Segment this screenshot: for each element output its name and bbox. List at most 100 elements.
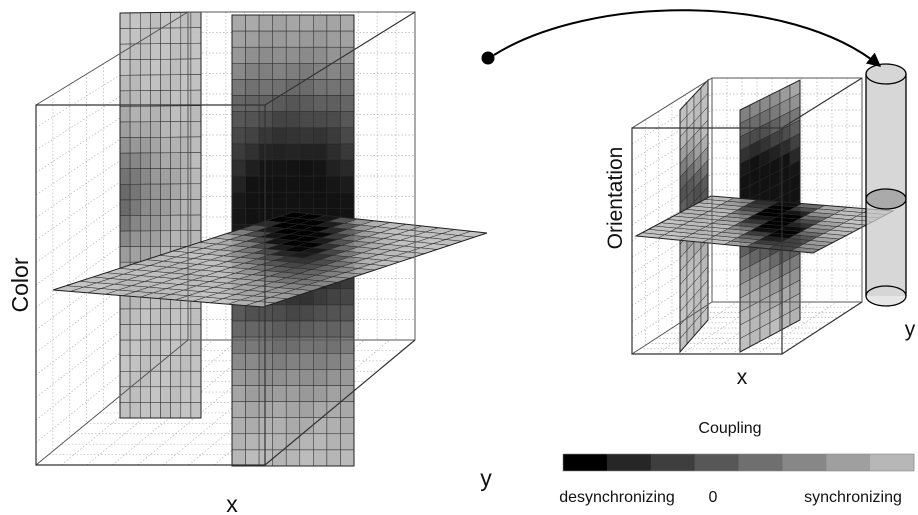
mesh-cell: [129, 386, 141, 403]
legend-swatch: [782, 454, 827, 471]
mesh-cell: [285, 304, 301, 322]
mesh-cell: [326, 433, 341, 451]
mesh-cell: [140, 168, 151, 185]
legend-swatch: [870, 454, 915, 471]
mesh-cell: [299, 46, 314, 64]
legend-title: Coupling: [698, 420, 761, 437]
mesh-cell: [326, 369, 341, 386]
mesh-cell: [160, 121, 171, 138]
mesh-cell: [299, 30, 314, 48]
mesh-cell: [119, 402, 131, 419]
mesh-cell: [326, 111, 341, 129]
grid-line: [35, 278, 189, 398]
mesh-cell: [150, 12, 161, 29]
mesh-cell: [140, 215, 151, 232]
right-cube: [631, 63, 907, 355]
left-vertical-slice-1: [119, 11, 202, 419]
mesh-cell: [340, 111, 355, 129]
mesh-cell: [340, 143, 355, 161]
mesh-cell: [190, 199, 202, 216]
mesh-cell: [119, 230, 131, 247]
mesh-cell: [180, 308, 192, 325]
mesh-cell: [170, 43, 182, 60]
mesh-cell: [129, 339, 141, 356]
mesh-cell: [160, 308, 171, 325]
mesh-cell: [170, 386, 182, 403]
mesh-cell: [285, 191, 301, 209]
mesh-cell: [313, 417, 328, 435]
mesh-cell: [299, 143, 314, 161]
mesh-cell: [129, 402, 141, 419]
grid-line: [35, 114, 189, 218]
mesh-cell: [231, 14, 246, 32]
grid-line: [35, 319, 189, 443]
mesh-cell: [272, 159, 287, 177]
mesh-cell: [129, 355, 141, 372]
mesh-cell: [285, 385, 301, 402]
mesh-cell: [326, 417, 341, 435]
mesh-cell: [285, 30, 301, 48]
mesh-cell: [140, 12, 151, 29]
mesh-cell: [326, 95, 341, 112]
mesh-cell: [231, 63, 246, 80]
mesh-cell: [313, 175, 328, 193]
mesh-cell: [326, 288, 341, 306]
mesh-cell: [129, 370, 141, 388]
mesh-cell: [340, 14, 355, 32]
coupling-legend: Coupling desynchronizing 0 synchronizing: [559, 420, 915, 506]
mesh-cell: [258, 385, 273, 402]
mesh-cell: [231, 304, 246, 322]
mesh-cell: [299, 127, 314, 145]
mesh-cell: [313, 14, 328, 32]
mesh-cell: [140, 105, 151, 123]
mesh-cell: [245, 369, 260, 386]
mesh-cell: [231, 417, 246, 435]
mesh-cell: [170, 27, 182, 44]
mesh-cell: [119, 184, 131, 201]
mesh-cell: [129, 59, 141, 76]
arrow-curve: [493, 9, 882, 67]
mesh-cell: [140, 339, 151, 356]
mesh-cell: [258, 111, 273, 129]
mesh-cell: [258, 433, 273, 451]
mesh-cell: [150, 386, 161, 403]
mesh-cell: [190, 136, 202, 153]
mesh-cell: [129, 168, 141, 185]
mesh-cell: [150, 183, 161, 200]
mesh-cell: [119, 308, 131, 325]
mesh-cell: [340, 175, 355, 193]
mesh-cell: [340, 159, 355, 177]
mesh-cell: [129, 106, 141, 123]
mesh-cell: [140, 402, 151, 419]
mesh-cell: [180, 152, 192, 169]
mesh-cell: [272, 385, 287, 402]
mesh-cell: [150, 27, 161, 45]
mesh-cell: [129, 230, 141, 247]
mesh-cell: [190, 355, 202, 372]
mesh-cell: [245, 449, 260, 467]
mesh-cell: [170, 152, 182, 169]
mesh-cell: [313, 449, 328, 467]
mesh-cell: [140, 308, 151, 325]
mesh-cell: [285, 320, 301, 338]
mesh-cell: [119, 246, 131, 263]
mesh-cell: [340, 79, 355, 96]
right-axis-x-label: x: [737, 366, 748, 389]
grid-line: [188, 339, 340, 466]
mesh-cell: [119, 215, 131, 232]
plane-outline: [739, 79, 801, 353]
mesh-cell: [340, 95, 355, 112]
mesh-cell: [190, 214, 202, 231]
mesh-cell: [258, 159, 273, 177]
mesh-cell: [326, 449, 341, 467]
mesh-cell: [150, 121, 161, 138]
mesh-cell: [313, 369, 328, 386]
mesh-cell: [150, 74, 161, 91]
mesh-cell: [272, 369, 287, 386]
mesh-cell: [119, 168, 131, 185]
mesh-cell: [231, 159, 246, 177]
mesh-cell: [119, 74, 131, 92]
mesh-cell: [180, 58, 192, 75]
mesh-cell: [245, 30, 260, 48]
legend-center-label: 0: [709, 489, 718, 506]
